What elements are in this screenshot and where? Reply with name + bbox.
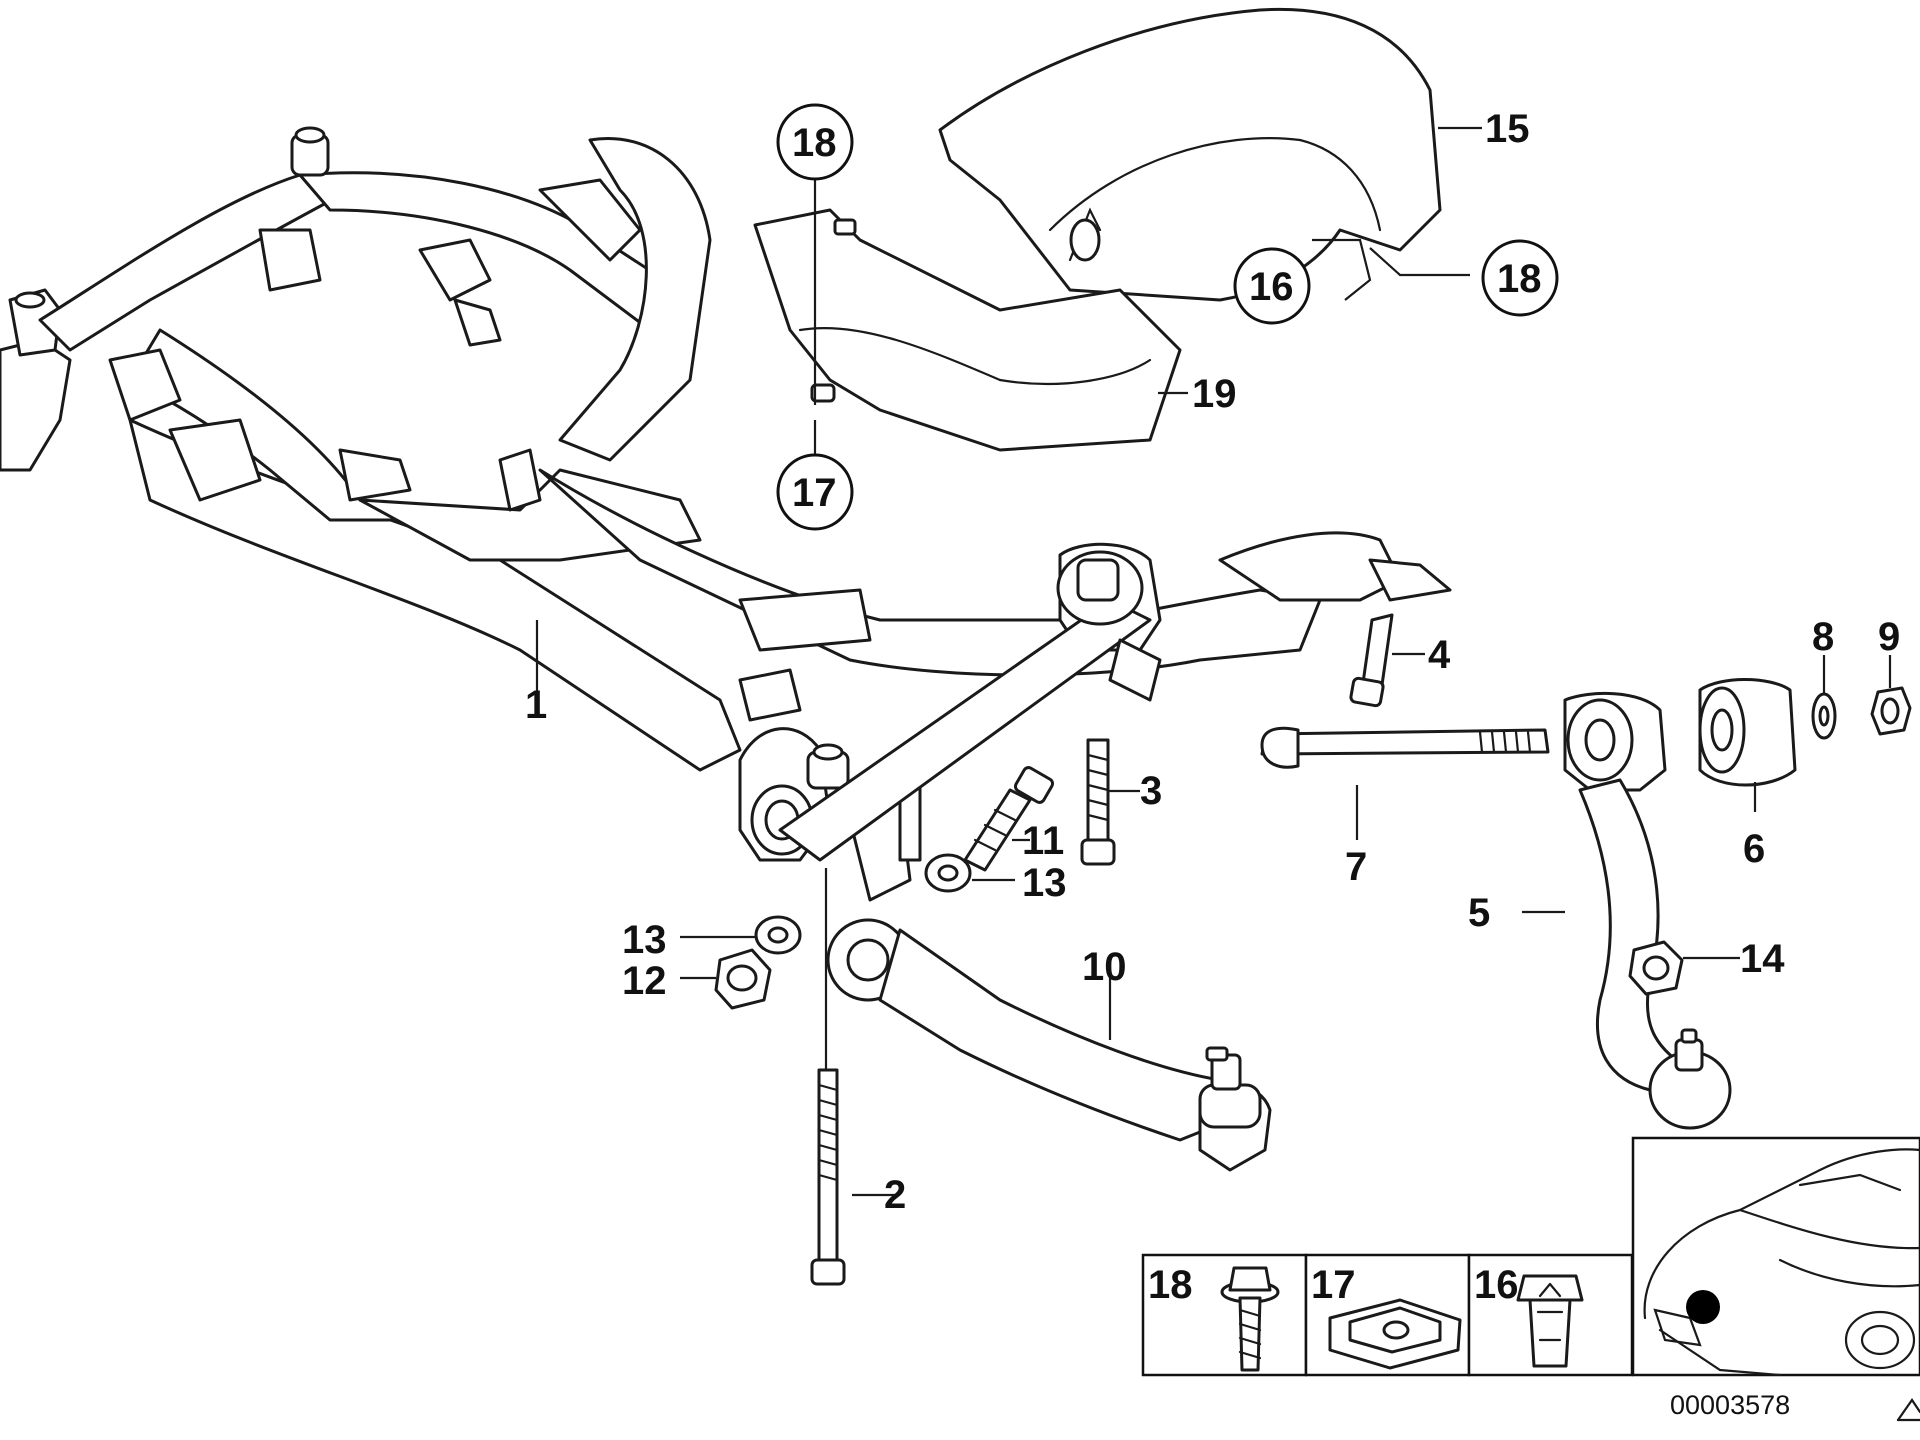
bolt-4	[1349, 613, 1394, 708]
callout-11: 11	[1022, 819, 1064, 863]
nut-12	[714, 948, 772, 1010]
legend-label-18: 18	[1148, 1263, 1193, 1307]
tension-strut-5	[1563, 692, 1732, 1130]
bolt-7	[1260, 726, 1550, 769]
callout-18-right: 18	[1497, 257, 1542, 301]
bolt-11	[963, 766, 1055, 872]
callout-9: 9	[1878, 615, 1900, 659]
fastener-legend: 18 17 16	[1141, 1253, 1634, 1377]
callout-18-top: 18	[792, 121, 837, 165]
callout-13-left: 13	[622, 918, 667, 962]
washer-8	[1811, 692, 1837, 740]
callout-16: 16	[1249, 265, 1294, 309]
clip-17-icon	[1328, 1298, 1462, 1370]
callout-14: 14	[1740, 937, 1785, 981]
washer-13-left	[754, 915, 802, 955]
callout-7: 7	[1345, 845, 1367, 889]
callout-12: 12	[622, 959, 667, 1003]
front-axle-subframe	[0, 126, 1452, 902]
bolt-2	[810, 1068, 846, 1286]
bushing-6	[1698, 678, 1797, 787]
callout-3: 3	[1140, 769, 1162, 813]
legend-label-16: 16	[1474, 1263, 1519, 1307]
callout-15: 15	[1485, 107, 1530, 151]
wishbone-10	[826, 918, 1272, 1172]
diagram-code: 00003578	[1670, 1390, 1790, 1420]
washer-13-right	[924, 853, 972, 893]
screw-18-icon	[1220, 1266, 1280, 1372]
legend-label-17: 17	[1311, 1263, 1356, 1307]
expansion-nut-16-icon	[1516, 1274, 1584, 1368]
callout-5: 5	[1468, 891, 1490, 935]
leader-lines	[535, 126, 1892, 1197]
callout-19: 19	[1192, 372, 1237, 416]
heat-shield-15	[938, 7, 1442, 302]
car-location-icon	[1631, 1136, 1920, 1377]
callout-8: 8	[1812, 615, 1834, 659]
callout-2: 2	[884, 1173, 906, 1217]
bolt-3	[1080, 738, 1116, 866]
nut-9	[1870, 686, 1912, 736]
heat-shield-19	[753, 208, 1182, 452]
callout-6: 6	[1743, 827, 1765, 871]
callout-4: 4	[1428, 633, 1451, 677]
nut-14	[1628, 940, 1684, 996]
callout-1: 1	[525, 683, 547, 727]
callout-labels: 1 2 3 4 5 6 7 8 9 10 11 12 13 13 14 15 1…	[525, 103, 1900, 1217]
callout-10: 10	[1082, 945, 1127, 989]
callout-17: 17	[792, 471, 837, 515]
callout-13-right: 13	[1022, 861, 1067, 905]
warning-triangle-icon	[1896, 1398, 1920, 1422]
